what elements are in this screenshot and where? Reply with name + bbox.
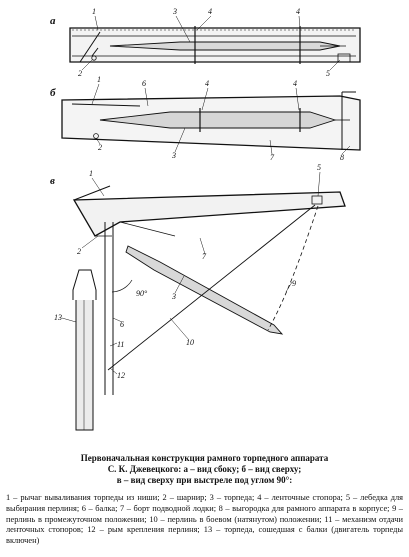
callout-v-9: 9 bbox=[292, 279, 296, 288]
callout-v-10: 10 bbox=[186, 338, 194, 347]
callout-v-13: 13 bbox=[54, 313, 62, 322]
panel-v: в bbox=[50, 175, 346, 395]
callout-v-2: 2 bbox=[77, 247, 81, 256]
callout-a-4b: 4 bbox=[296, 7, 300, 16]
panel-b: б bbox=[50, 87, 361, 151]
callout-v-12: 12 bbox=[117, 371, 125, 380]
panel-v-leaders bbox=[61, 171, 321, 375]
callout-a-5: 5 bbox=[326, 69, 330, 78]
callout-v-3: 3 bbox=[171, 292, 176, 301]
callout-b-3: 3 bbox=[171, 151, 176, 160]
caption-line-2: С. К. Джевецкого: а – вид сбоку; б – вид… bbox=[107, 464, 302, 474]
callout-b-4: 4 bbox=[205, 79, 209, 88]
callout-b-7: 7 bbox=[270, 153, 275, 162]
callout-b-6: 6 bbox=[142, 79, 146, 88]
torpedo-13 bbox=[72, 269, 97, 431]
panel-v-callouts: 1 2 5 7 3 9 90° 10 13 6 11 12 bbox=[54, 163, 321, 380]
panel-v-letter: в bbox=[50, 175, 55, 187]
callout-b-1: 1 bbox=[97, 75, 101, 84]
panel-a-leaders bbox=[81, 15, 341, 71]
panel-b-letter: б bbox=[50, 87, 56, 99]
panel-a-letter: а bbox=[50, 15, 56, 27]
caption-line-1: Первоначальная конструкция рамного торпе… bbox=[80, 453, 329, 463]
callout-v-6: 6 bbox=[120, 320, 124, 329]
callout-a-1: 1 bbox=[92, 7, 96, 16]
panel-b-callouts: 1 2 6 4 4 3 7 8 bbox=[97, 75, 344, 162]
callout-a-4: 4 bbox=[208, 7, 212, 16]
callout-v-1: 1 bbox=[89, 169, 93, 178]
callout-v-5: 5 bbox=[317, 163, 321, 172]
callout-v-11: 11 bbox=[117, 340, 124, 349]
callout-b-8: 8 bbox=[340, 153, 344, 162]
callout-v-7: 7 bbox=[202, 252, 207, 261]
callout-b-4b: 4 bbox=[293, 79, 297, 88]
legend-text: 1 – рычаг вываливания торпеды из ниши; 2… bbox=[6, 493, 403, 546]
caption-line-3: в – вид сверху при выстреле под углом 90… bbox=[116, 475, 293, 485]
callout-v-90-degrees: 90° bbox=[136, 289, 148, 298]
panel-a-callouts: 1 2 3 4 4 5 bbox=[78, 7, 330, 78]
callout-a-2: 2 bbox=[78, 69, 82, 78]
torpedo-apparatus-drawing: а 1 2 3 4 4 5 б bbox=[50, 7, 361, 431]
callout-a-3: 3 bbox=[172, 7, 177, 16]
callout-b-2: 2 bbox=[98, 143, 102, 152]
panel-b-leaders bbox=[91, 83, 351, 155]
panel-a: а bbox=[50, 15, 361, 64]
